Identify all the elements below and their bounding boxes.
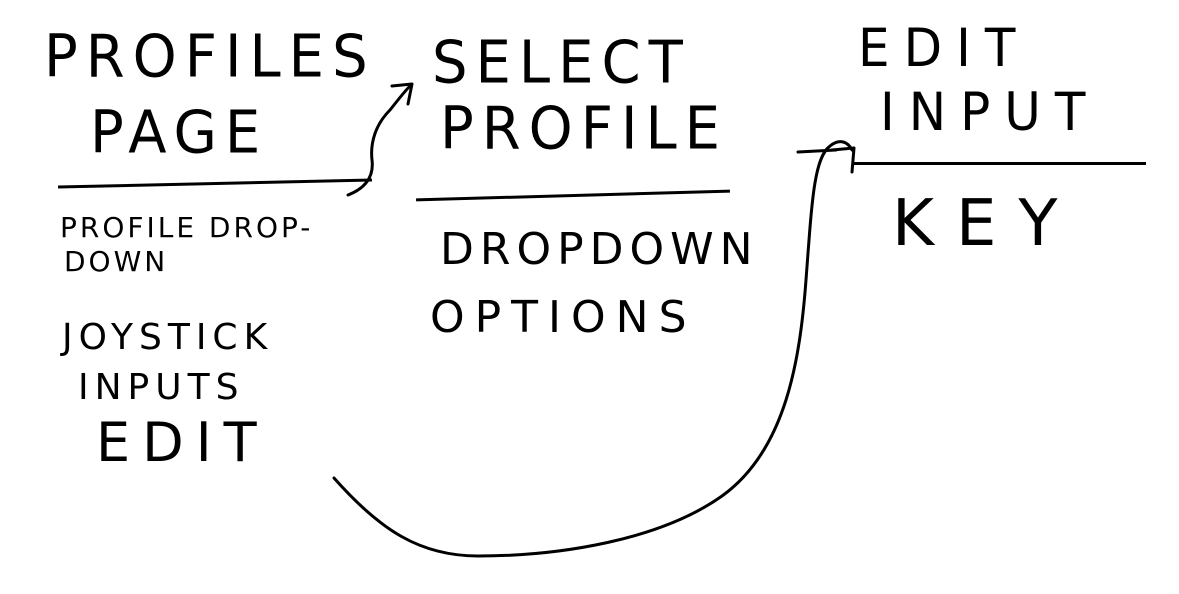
key-item: KEY — [892, 192, 1080, 256]
dropdown-line: DROPDOWN — [440, 224, 759, 275]
joystick-inputs-edit-item: JOYSTICK INPUTS EDIT — [62, 320, 273, 470]
profile-dropdown-line1: PROFILE DROP- — [60, 211, 314, 244]
profiles-page-title-line1: PROFILES — [44, 22, 376, 91]
arrow-tail-dash — [796, 148, 838, 154]
edit-input-title2-wrap: INPUT — [880, 81, 1100, 143]
profiles-page-title-line2: PAGE — [90, 98, 269, 167]
joystick-line: JOYSTICK — [62, 317, 274, 358]
profiles-page-title2-wrap: PAGE — [90, 98, 269, 167]
profiles-page-panel: PROFILES — [44, 22, 376, 91]
edit-line: EDIT — [96, 411, 269, 474]
select-profile-divider — [416, 189, 730, 202]
profile-dropdown-item: PROFILE DROP- DOWN — [60, 214, 313, 276]
dropdown-options-item: DROPDOWN OPTIONS — [430, 224, 759, 340]
arrowhead-edit-input — [830, 146, 856, 174]
profiles-page-divider — [58, 178, 372, 189]
arrowhead-select-profile — [390, 82, 414, 106]
inputs-line: INPUTS — [78, 367, 245, 408]
options-line: OPTIONS — [430, 292, 697, 343]
key-line: KEY — [892, 187, 1080, 261]
edit-input-panel: EDIT — [858, 17, 1030, 79]
edit-input-title-line1: EDIT — [858, 17, 1030, 79]
select-profile-title-line2: PROFILE — [440, 94, 729, 163]
select-profile-title2-wrap: PROFILE — [440, 94, 729, 163]
edit-input-divider — [854, 162, 1146, 165]
profile-dropdown-line2: DOWN — [64, 245, 169, 278]
edit-input-title-line2: INPUT — [880, 81, 1100, 143]
select-profile-title-line1: SELECT — [432, 28, 691, 97]
arrow-edit-to-edit-input — [332, 140, 854, 558]
select-profile-panel: SELECT — [432, 28, 691, 97]
